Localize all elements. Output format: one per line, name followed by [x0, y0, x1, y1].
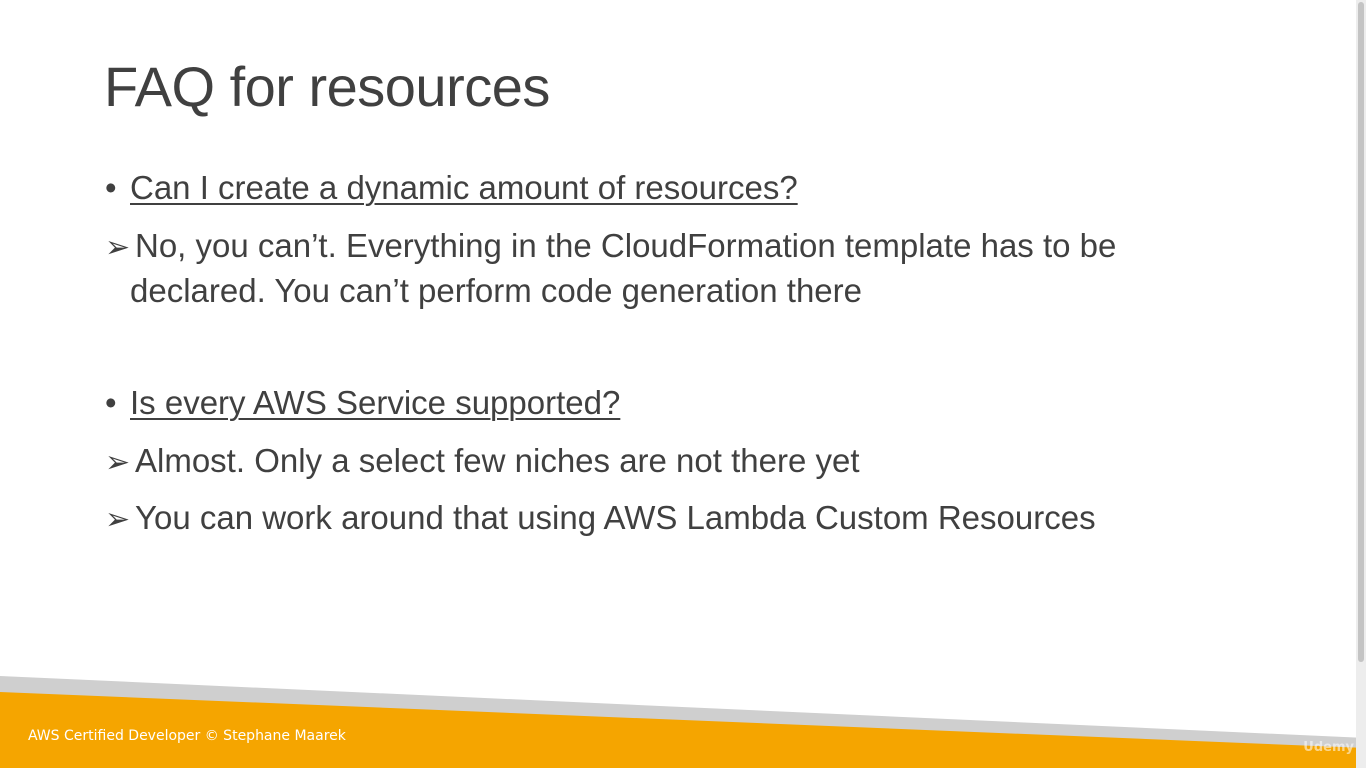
bullet-icon: • — [105, 169, 117, 206]
arrow-bullet-icon: ➢ — [105, 503, 131, 536]
answer-1-1-text: No, you can’t. Everything in the CloudFo… — [135, 227, 1117, 264]
question-1-text: Can I create a dynamic amount of resourc… — [130, 169, 798, 206]
bullet-icon: • — [105, 384, 117, 421]
answer-1-1-continuation: declared. You can’t perform code generat… — [130, 272, 862, 309]
footer-banner — [0, 676, 1366, 768]
udemy-watermark: Udemy — [1303, 740, 1354, 755]
scrollbar-thumb[interactable] — [1358, 2, 1364, 662]
answer-2-1-text: Almost. Only a select few niches are not… — [135, 442, 860, 479]
answer-2-2: ➢You can work around that using AWS Lamb… — [105, 496, 1096, 541]
question-2: • Is every AWS Service supported? — [105, 381, 620, 424]
footer-orange-band — [0, 692, 1366, 768]
vertical-scrollbar[interactable] — [1356, 0, 1366, 768]
answer-2-2-text: You can work around that using AWS Lambd… — [135, 499, 1096, 536]
footer-credit: AWS Certified Developer © Stephane Maare… — [28, 728, 346, 744]
question-2-text: Is every AWS Service supported? — [130, 384, 621, 421]
question-1: • Can I create a dynamic amount of resour… — [105, 166, 798, 209]
slide-title: FAQ for resources — [104, 55, 550, 118]
arrow-bullet-icon: ➢ — [105, 446, 131, 479]
answer-2-1: ➢Almost. Only a select few niches are no… — [105, 439, 860, 484]
arrow-bullet-icon: ➢ — [105, 231, 131, 264]
answer-1-1: ➢No, you can’t. Everything in the CloudF… — [105, 224, 1116, 312]
